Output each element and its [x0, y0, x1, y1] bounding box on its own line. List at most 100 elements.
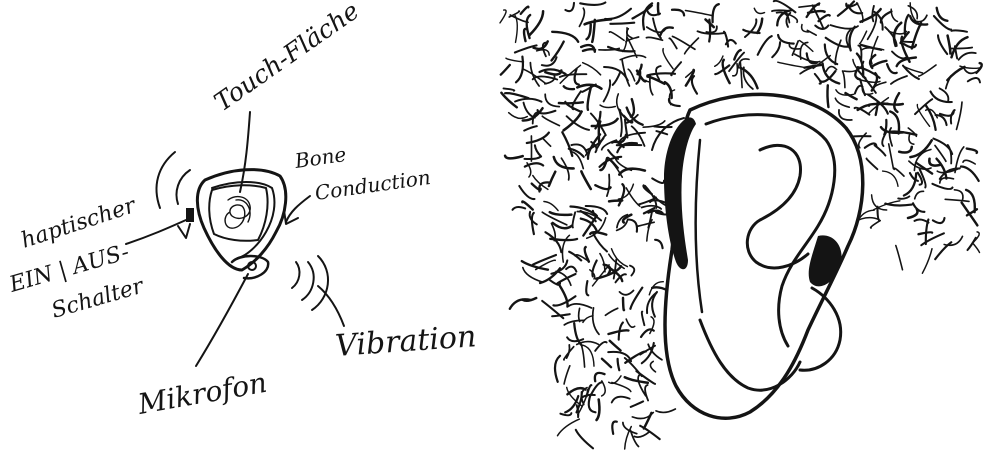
hair-stroke: [706, 26, 716, 32]
hair-stroke: [552, 314, 570, 316]
hair-stroke: [963, 160, 975, 164]
hair-stroke: [740, 62, 742, 88]
label-vibration: Vibration: [334, 319, 477, 364]
hair-stroke: [600, 254, 605, 272]
device-lower-bump: [232, 256, 268, 278]
hair-stroke: [919, 65, 936, 76]
leader-vibration: [318, 286, 344, 326]
hair-stroke: [937, 8, 948, 21]
hair-stroke: [550, 212, 572, 215]
hair-stroke: [581, 171, 590, 189]
hair-stroke: [642, 312, 645, 326]
hair-stroke: [524, 126, 537, 131]
hair-stroke: [567, 337, 583, 341]
hair-stroke: [605, 9, 631, 19]
hair-stroke: [835, 98, 849, 107]
hair-stroke: [505, 156, 523, 159]
hair-stroke: [604, 80, 611, 101]
hair-stroke: [807, 30, 816, 35]
hair-stroke: [778, 62, 804, 67]
hair-stroke: [665, 82, 672, 98]
hair-stroke: [592, 20, 595, 42]
hair-stroke: [866, 159, 877, 170]
hair-stroke: [605, 308, 617, 315]
hair-stroke: [582, 395, 595, 398]
hair-stroke: [619, 184, 624, 205]
hair-stroke: [819, 15, 830, 21]
hair-stroke: [567, 345, 570, 358]
hair-stroke: [871, 221, 881, 228]
hair-stroke: [758, 36, 772, 55]
vibration-arc-lr-2: [302, 262, 314, 300]
hair-stroke: [885, 204, 912, 206]
hair-stroke: [564, 86, 574, 89]
hair-stroke: [566, 267, 576, 272]
hair-stroke: [524, 29, 527, 41]
hair-stroke: [660, 27, 673, 35]
hair-stroke: [871, 37, 878, 64]
hair-stroke: [658, 3, 659, 14]
hair-stroke: [620, 291, 634, 295]
label-bone-line2: Conduction: [313, 165, 432, 205]
hair-stroke: [549, 172, 555, 186]
hair-stroke: [602, 140, 617, 150]
hair-stroke: [569, 304, 592, 308]
hair-stroke: [559, 102, 583, 103]
hair-stroke: [597, 400, 600, 421]
leader-mic: [196, 274, 248, 366]
hair-stroke: [504, 88, 515, 90]
hair-stroke: [555, 356, 560, 382]
hair-stroke: [954, 190, 963, 200]
hair-stroke: [913, 203, 924, 212]
hair-stroke: [897, 58, 916, 67]
hair-stroke: [933, 218, 945, 223]
hair-stroke: [533, 255, 556, 265]
hair-stroke: [619, 169, 645, 175]
hair-stroke: [558, 419, 580, 436]
hair-stroke: [686, 11, 713, 16]
hair-stroke: [618, 359, 620, 370]
hair-stroke: [951, 30, 967, 31]
hair-stroke: [894, 93, 899, 112]
hair-stroke: [628, 220, 637, 232]
leader-switch-arrowhead: [178, 224, 190, 238]
leader-touch: [240, 112, 250, 192]
hair-stroke: [617, 94, 624, 116]
hair-stroke: [600, 105, 615, 107]
hair-stroke: [637, 222, 654, 226]
ear-illustration: [500, 1, 982, 449]
hair-stroke: [908, 209, 918, 218]
vibration-arc-lr-1: [292, 262, 299, 288]
hair-stroke: [521, 7, 529, 14]
hair-stroke: [913, 15, 927, 21]
hair-stroke: [974, 244, 980, 253]
hair-stroke: [968, 238, 976, 250]
hair-stroke: [565, 396, 578, 412]
hair-stroke: [595, 373, 605, 381]
hair-stroke: [947, 67, 964, 80]
hair-stroke: [887, 64, 897, 73]
device-diagram: Touch-Fläche Bone Conduction haptischer …: [6, 0, 478, 421]
hair-stroke: [652, 178, 664, 183]
hair-stroke: [899, 147, 912, 153]
hair-stroke: [626, 188, 640, 206]
hair-stroke: [631, 99, 634, 117]
hair-stroke: [967, 149, 977, 153]
hair-stroke: [672, 10, 684, 16]
hair-stroke: [669, 38, 677, 48]
hair-stroke: [894, 168, 904, 176]
hair-stroke: [626, 319, 635, 327]
hair-stroke: [940, 88, 949, 100]
hair-stroke: [565, 3, 574, 11]
hair-stroke: [644, 413, 652, 429]
hair-stroke: [805, 65, 823, 68]
hair-stroke: [587, 24, 591, 39]
hair-stroke: [506, 58, 524, 62]
hair-stroke: [915, 191, 924, 199]
hair-stroke: [513, 207, 526, 210]
vibration-arc-lr-3: [312, 256, 328, 310]
hair-stroke: [579, 308, 580, 321]
hair-stroke: [645, 385, 648, 401]
hair-stroke: [515, 16, 517, 43]
